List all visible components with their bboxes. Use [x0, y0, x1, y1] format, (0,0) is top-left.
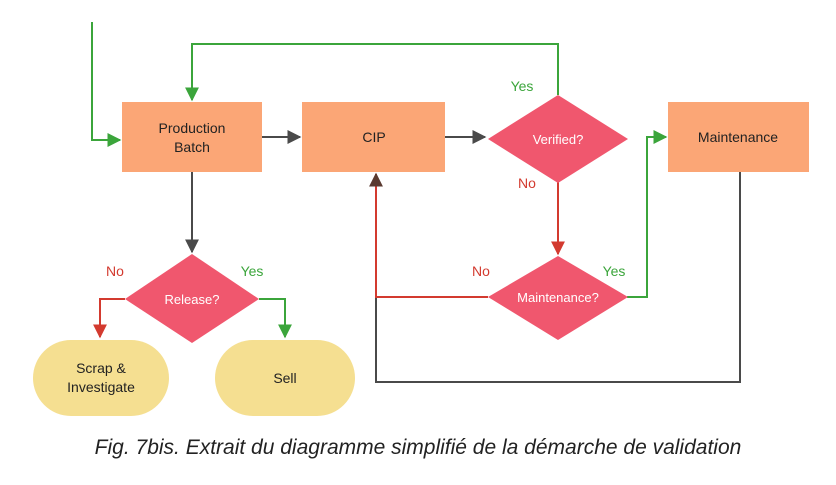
production-batch-label-line1: Production [159, 120, 226, 136]
edge-maintenance-yes [627, 130, 668, 298]
release-yes-label: Yes [241, 263, 264, 279]
terminal-scrap: Scrap & Investigate [33, 340, 169, 416]
release-label: Release? [165, 292, 220, 307]
maintenance-label: Maintenance [698, 129, 778, 145]
maintenance-decision-label: Maintenance? [517, 290, 599, 305]
figure-caption: Fig. 7bis. Extrait du diagramme simplifi… [94, 436, 742, 459]
node-cip: CIP [302, 102, 445, 172]
decision-release: Release? [125, 254, 259, 343]
node-production-batch: Production Batch [122, 102, 262, 172]
decision-verified: Verified? [488, 95, 628, 183]
release-no-label: No [106, 263, 124, 279]
cip-label: CIP [362, 129, 385, 145]
edge-maintenance-no [369, 172, 488, 298]
maintenance-no-label: No [472, 263, 490, 279]
edge-release-no [93, 298, 125, 339]
scrap-label-line2: Investigate [67, 379, 135, 395]
edge-maintenance-return [375, 172, 741, 383]
scrap-label-line1: Scrap & [76, 360, 126, 376]
verified-yes-label: Yes [511, 78, 534, 94]
edge-entry [91, 22, 122, 147]
node-maintenance: Maintenance [668, 102, 809, 172]
edge-release-yes [259, 298, 292, 339]
maintenance-yes-label: Yes [603, 263, 626, 279]
verified-no-label: No [518, 175, 536, 191]
production-batch-label-line2: Batch [174, 139, 210, 155]
sell-label: Sell [273, 370, 296, 386]
decision-maintenance: Maintenance? [488, 256, 628, 340]
edge-verified-yes [185, 43, 559, 102]
verified-label: Verified? [533, 132, 584, 147]
terminal-sell: Sell [215, 340, 355, 416]
